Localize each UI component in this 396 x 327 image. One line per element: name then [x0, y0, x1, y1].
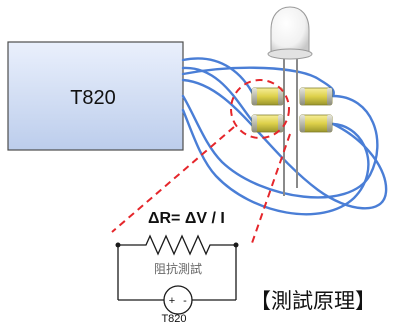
source-plus: +: [169, 295, 175, 307]
cable: [181, 57, 256, 98]
connector: [299, 87, 333, 106]
cable: [181, 94, 379, 199]
tester-device: T820: [7, 41, 184, 151]
tester-device-label: T820: [70, 87, 116, 109]
cable: [181, 66, 256, 125]
zoom-line-left: [111, 126, 235, 233]
zoom-callout: [111, 79, 291, 247]
source-minus: -: [183, 295, 187, 307]
led-bulb: [270, 6, 310, 55]
connector-group-right: [299, 87, 333, 133]
cable: [181, 108, 370, 216]
connector: [251, 87, 284, 106]
voltage-source: [163, 285, 193, 315]
zoom-circle: [230, 79, 290, 139]
zoom-line-right: [250, 133, 291, 247]
tester-device-body: [7, 41, 184, 151]
led: [267, 6, 313, 196]
formula: ΔR= ΔV / I: [148, 210, 225, 227]
led-rim: [267, 48, 313, 60]
caption: 【測試原理】: [250, 290, 376, 313]
connector: [251, 114, 284, 133]
cable: [181, 66, 335, 98]
source-label: T820: [161, 313, 186, 325]
cable-bundle: [181, 57, 388, 216]
circuit-wire-top: [118, 234, 236, 256]
circuit-node: [115, 242, 121, 248]
test-circuit: 阻抗測試 + - T820: [115, 234, 239, 325]
cable: [181, 78, 388, 210]
connector: [299, 114, 333, 133]
circuit-node: [233, 242, 239, 248]
connector-group-left: [251, 87, 284, 133]
resistor-label: 阻抗測試: [154, 261, 202, 276]
